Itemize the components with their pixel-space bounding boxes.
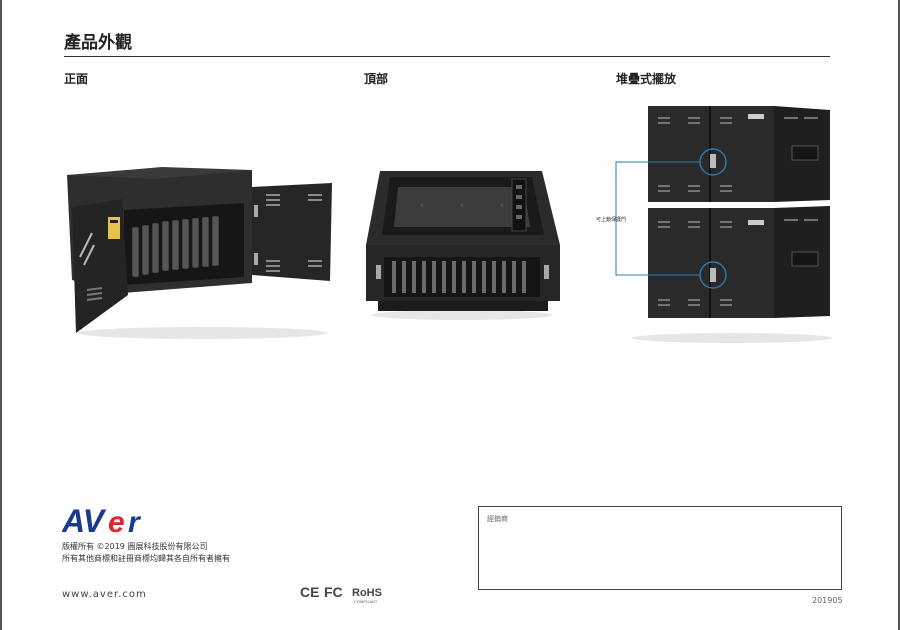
section-label-top: 頂部 <box>364 72 389 86</box>
section-label-front: 正面 <box>64 72 89 86</box>
top-view-image <box>366 171 560 320</box>
dealer-label: 經銷商 <box>487 515 508 523</box>
svg-text:AV: AV <box>62 503 107 538</box>
page-title: 產品外觀 <box>64 33 132 53</box>
svg-text:e: e <box>108 506 125 538</box>
document-number: 201905 <box>812 596 843 605</box>
copyright-text: 版權所有 ©2019 圓展科技股份有限公司 所有其他商標和註冊商標均歸其各自所有… <box>62 541 230 565</box>
section-label-stack: 堆疊式擺放 <box>616 72 677 86</box>
title-divider <box>64 56 830 57</box>
stack-view-image: 可上鎖保護門 <box>596 106 832 343</box>
lock-door-annotation: 可上鎖保護門 <box>596 216 626 223</box>
svg-text:r: r <box>128 506 142 538</box>
aver-logo: AV e r <box>62 503 142 538</box>
website-url: www.aver.com <box>62 589 147 600</box>
ce-mark: CE <box>300 584 319 600</box>
front-view-image <box>67 167 332 339</box>
dealer-box: 經銷商 <box>478 506 842 590</box>
rohs-mark: RoHS <box>352 587 382 599</box>
copyright-line-1: 版權所有 ©2019 圓展科技股份有限公司 <box>62 542 208 551</box>
certification-marks: CE FC RoHS COMPLIANT <box>300 584 382 604</box>
fcc-mark: FC <box>324 584 343 600</box>
copyright-line-2: 所有其他商標和註冊商標均歸其各自所有者擁有 <box>62 554 230 563</box>
rohs-compliant-text: COMPLIANT <box>354 599 378 604</box>
